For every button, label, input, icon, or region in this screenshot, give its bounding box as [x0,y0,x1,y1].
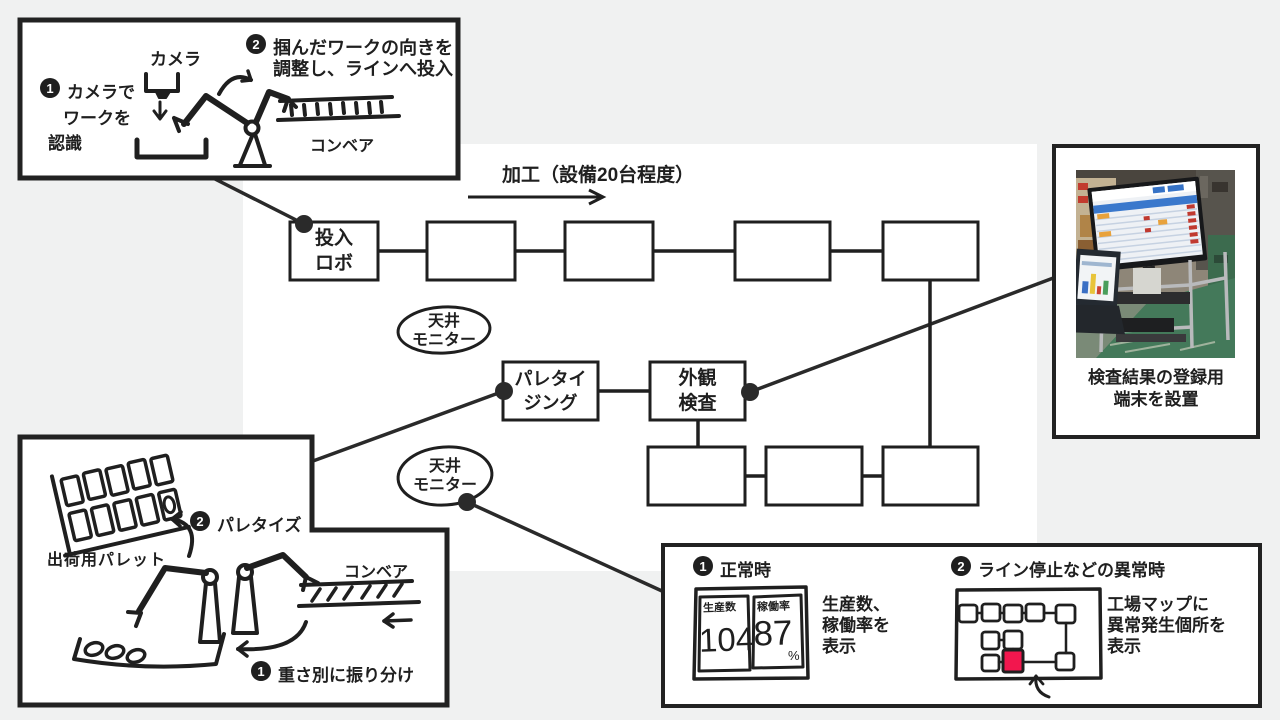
palletize-step1-line: 1 重さ別に振り分け [251,661,414,686]
work-bin [134,137,209,160]
feed-robot-l2: ロボ [314,253,353,274]
ceiling-monitor-ovals [396,305,494,507]
feed-step2-line1: 2 掴んだワークの向きを [246,34,453,60]
registration-monitor [1087,176,1208,279]
terminal-caption: 検査結果の登録用 端末を設置 [1088,368,1224,409]
step-1-badge: 1 [40,78,60,98]
inspection-label: 外観 検査 [650,362,745,420]
box-palletizing [501,360,600,422]
leader-feed-sketch [212,176,305,226]
robot-base [233,132,272,168]
box-visual-inspection [648,360,747,422]
leader-terminal-photo [749,275,1057,394]
map-alert-arrow-icon [1028,674,1051,699]
map-alert-machine [1001,648,1025,674]
abnormal-caption: 工場マップに 異常発生個所を 表示 [1107,595,1226,656]
conveyor-left-arrow-icon [382,612,413,629]
palletize-arrow-icon [170,510,195,558]
feed-step1-line2: ワークを [63,109,131,128]
monitor-sketches [692,585,1103,699]
flow-boxes [288,220,980,507]
outfeed-conveyor [297,579,421,608]
camera-label: カメラ [150,50,201,69]
box-machine-3 [733,220,832,282]
inspection-l1: 外観 [678,368,717,389]
palletize-step-1-badge: 1 [251,661,271,681]
production-count-label: 生産数 [702,601,737,615]
sorted-parts [83,640,147,665]
feed-robot-label: 投入 ロボ [290,222,378,280]
robot2-gripper [126,610,143,628]
feed-step1-line1: 1 カメラで [40,78,135,103]
conveyor-top-line [278,95,394,103]
box-machine-1 [425,220,517,282]
leader-lines [212,176,1057,593]
outfeed-conveyor-label: コンベア [344,564,409,581]
camera-lens-icon [154,89,172,99]
camera-arrow-down-icon [152,100,168,121]
feed-conveyor-label: コンベア [310,138,375,155]
sort-arrow-icon [236,620,308,658]
feed-step2-line2: 調整し、ラインへ投入 [273,59,453,79]
normal-caption: 生産数、 稼働率を 表示 [822,595,890,656]
feed-sketch-drawing [134,69,401,168]
robot-arm-right [253,89,291,125]
production-count-value: 104 [698,619,755,659]
palletize-step-2-badge: 2 [190,511,210,531]
ceiling-monitor-1-label: 天井 モニター [411,313,476,349]
leader-monitor-panel [466,500,663,593]
process-direction-arrow [468,188,607,206]
utilization-unit: % [788,648,800,663]
abnormal-mode-title: 2 ライン停止などの異常時 [951,556,1165,581]
inspection-l2: 検査 [678,393,717,414]
robot3-base [231,575,259,635]
palletize-sketch-panel [17,434,450,708]
palletize-sketch-drawing [49,453,421,669]
pallet-label: 出荷用パレット [47,552,167,569]
step-2-badge: 2 [246,34,266,54]
sorting-baseline [72,632,226,669]
palletize-step2-line: 2 パレタイズ [190,511,302,536]
factory-map-sketch [954,587,1103,681]
palletizing-l1: パレタイ [514,369,587,389]
ceiling-monitor-2-label: 天井 モニター [412,458,477,494]
conveyor-bottom-line [276,114,401,122]
leader-dots [295,215,759,511]
dashboard-sketch [692,585,810,681]
ceiling-monitor-oval-1 [396,305,492,355]
process-label: 加工（設備20台程度） [502,165,695,186]
box-machine-7 [881,445,980,507]
feed-step1-line3: 認識 [48,134,82,153]
dashboard-panel-production [697,594,752,673]
normal-mode-title: 1 正常時 [693,556,771,581]
normal-badge: 1 [693,556,713,576]
robot-gripper-left [172,116,190,133]
abnormal-badge: 2 [951,556,971,576]
ceiling-monitor-oval-2 [396,445,494,507]
laptop [1076,248,1125,335]
palletizing-l2: ジング [523,393,578,413]
utilization-label: 稼働率 [756,600,791,614]
feed-robot-l1: 投入 [314,228,353,249]
robot2-arm [136,565,209,614]
terminal-photo [1076,170,1235,358]
palletizing-label: パレタイ ジング [503,362,598,420]
dashboard-panel-utilization [751,593,805,670]
box-machine-5 [646,445,747,507]
box-machine-2 [563,220,655,282]
robot-arm-left [181,93,250,127]
robot3-arm [244,552,309,580]
factory-floor-area [243,144,1037,571]
conveyor-hatches [289,100,384,117]
flow-connectors [378,249,932,478]
leader-palletize-sketch [312,389,505,463]
feed-sketch-panel [17,17,461,181]
box-machine-4 [881,220,980,282]
box-machine-6 [764,445,864,507]
